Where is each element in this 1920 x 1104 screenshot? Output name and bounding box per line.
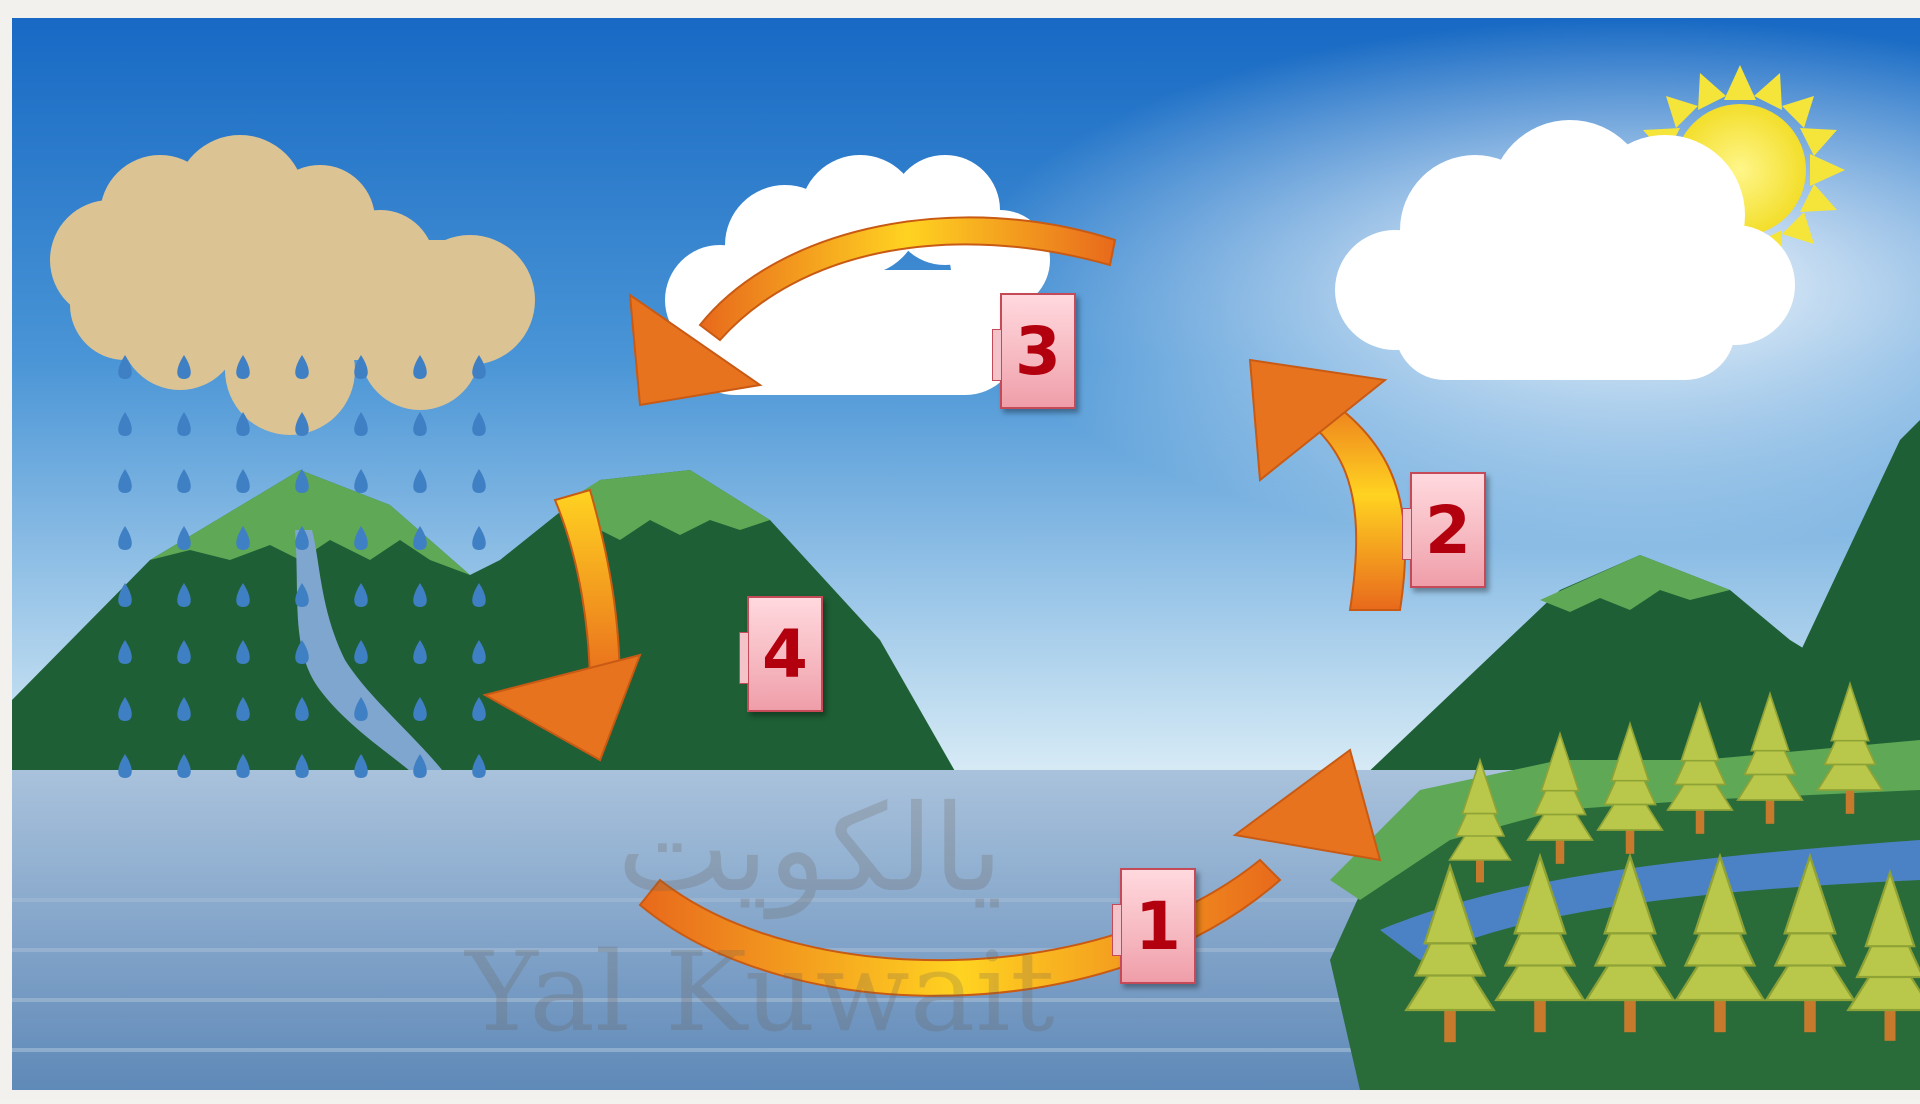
marker-label: 3: [1015, 313, 1061, 390]
marker-label: 4: [762, 616, 808, 693]
marker-2: 2: [1410, 472, 1486, 588]
marker-label: 1: [1135, 888, 1181, 965]
watermark-arabic: يالكويت: [617, 780, 1003, 920]
watermark-latin: Yal Kuwait: [463, 928, 1055, 1056]
marker-label: 2: [1425, 492, 1471, 569]
marker-1: 1: [1120, 868, 1196, 984]
marker-3: 3: [1000, 293, 1076, 409]
marker-4: 4: [747, 596, 823, 712]
